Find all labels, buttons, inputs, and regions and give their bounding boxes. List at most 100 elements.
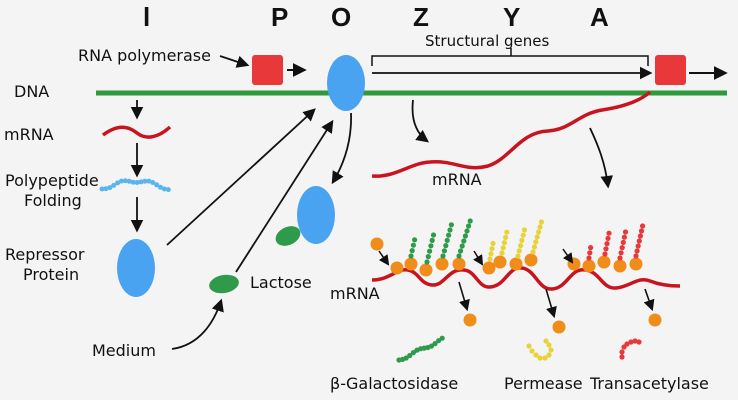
ribosome — [390, 261, 404, 275]
ribosome — [419, 263, 433, 277]
repressor-release-arrow — [331, 112, 352, 185]
polypeptide-bead — [489, 246, 495, 252]
enzyme-a-bead — [624, 341, 630, 347]
polypeptide-bead — [605, 235, 611, 241]
enzyme-y-bead — [542, 355, 548, 361]
released-enzymes — [396, 335, 642, 363]
lactose-to-operator-arrow — [235, 119, 334, 273]
polypeptide-bead — [107, 185, 113, 191]
nascent-polypeptides — [408, 218, 646, 265]
dna-label: DNA — [14, 82, 49, 101]
polypeptide-bead — [154, 182, 160, 188]
polypeptide-bead — [122, 178, 128, 184]
polypeptide-bead — [638, 228, 645, 234]
polypeptide-bead — [499, 250, 505, 256]
ribosome — [613, 259, 627, 273]
medium-to-lactose-arrow — [171, 298, 224, 350]
polypeptide-bead — [533, 239, 539, 245]
gene-a-label: A — [590, 2, 609, 32]
repressor-label-line1: Repressor — [5, 245, 85, 264]
polypeptide-bead — [142, 178, 148, 184]
bound-lactose — [275, 226, 301, 246]
rna-polymerase-block — [252, 55, 283, 85]
polypeptide-bead — [515, 253, 521, 259]
polypeptide-bead — [424, 259, 430, 265]
polypeptide-bead — [504, 229, 510, 235]
polypeptide-bead — [429, 237, 435, 243]
repressor-label-line2: Protein — [23, 265, 79, 284]
polypeptide-bead — [444, 237, 450, 243]
polycistronic-mrna — [371, 90, 652, 178]
polypeptide-bead — [637, 233, 644, 239]
ribosome-entry-arrow-a — [562, 248, 574, 264]
polypeptide-bead — [536, 229, 542, 235]
polypeptide-bead — [622, 229, 629, 235]
free-ribosome-z — [463, 313, 477, 327]
enzyme-z-bead — [432, 341, 438, 347]
polypeptide-label-line2: Folding — [24, 191, 82, 210]
polypeptide-bead — [461, 238, 467, 244]
polypeptide-bead — [111, 182, 117, 188]
polypeptide-bead — [503, 234, 509, 240]
ribosome — [509, 257, 523, 271]
mrna-right-label: mRNA — [432, 170, 482, 189]
polypeptide-bead — [119, 178, 124, 184]
enzyme-a-bead — [636, 339, 642, 345]
release-arrow-a — [643, 288, 655, 312]
ribosome — [482, 261, 496, 275]
structural-genes-label: Structural genes — [425, 32, 549, 50]
enzyme-y-bead — [533, 352, 539, 358]
polypeptide-bead — [467, 218, 473, 224]
free-ribosome-a — [648, 313, 662, 327]
polypeptide-bead — [165, 187, 171, 193]
polypeptide-bead — [636, 238, 642, 244]
polypeptide-bead — [440, 253, 446, 259]
enzyme-a-bead — [628, 339, 634, 345]
polypeptide-bead — [427, 248, 433, 254]
repressor-to-operator-arrow — [166, 108, 316, 246]
polypeptide-bead — [466, 223, 472, 229]
polypeptide-bead — [537, 224, 543, 230]
gene-o-label: O — [331, 2, 351, 32]
rna-polymerase-label: RNA polymerase — [78, 46, 211, 65]
terminator-polymerase-block — [655, 55, 686, 85]
polypeptide-bead — [634, 248, 640, 254]
ribosome — [524, 253, 538, 267]
polypeptide-bead — [519, 237, 525, 243]
polypeptide-bead — [99, 186, 105, 192]
polypeptide-bead — [487, 256, 493, 262]
ribosome — [629, 257, 643, 271]
polypeptide-bead — [126, 178, 132, 184]
polypeptide-bead — [488, 251, 494, 257]
polypeptide-bead — [618, 250, 624, 256]
gene-y-label: Y — [503, 2, 520, 32]
polypeptide-bead — [490, 240, 496, 246]
enzyme-z-bead — [439, 335, 445, 341]
polypeptide-bead — [448, 222, 454, 228]
polypeptide-bead — [130, 179, 136, 185]
polypeptide-bead — [458, 248, 464, 254]
polypeptide-bead — [531, 244, 538, 250]
polypeptide-bead — [150, 180, 156, 185]
ribosome-entry-arrow-z — [378, 250, 390, 266]
polypeptide-bead — [456, 253, 462, 259]
ribosome — [370, 237, 384, 251]
polypeptide-bead — [459, 243, 465, 249]
polypeptide-bead — [619, 245, 625, 251]
polypeptide-bead — [521, 227, 528, 233]
polypeptide-bead — [587, 250, 593, 256]
enzyme-y-label: Permease — [504, 374, 583, 393]
polypeptide-bead — [161, 186, 167, 192]
polypeptide-bead — [158, 184, 163, 190]
polypeptide-bead — [501, 240, 507, 246]
lactose-molecule — [209, 274, 239, 294]
polypeptide-bead — [410, 242, 416, 248]
structural-genes-bracket — [371, 55, 649, 66]
polypeptide-bead — [534, 234, 540, 240]
polypeptide-bead — [134, 180, 140, 185]
polypeptide-bead — [640, 223, 646, 229]
repressor-protein — [117, 239, 155, 297]
release-arrow-y — [545, 288, 557, 319]
polypeptide-bead — [430, 232, 437, 238]
